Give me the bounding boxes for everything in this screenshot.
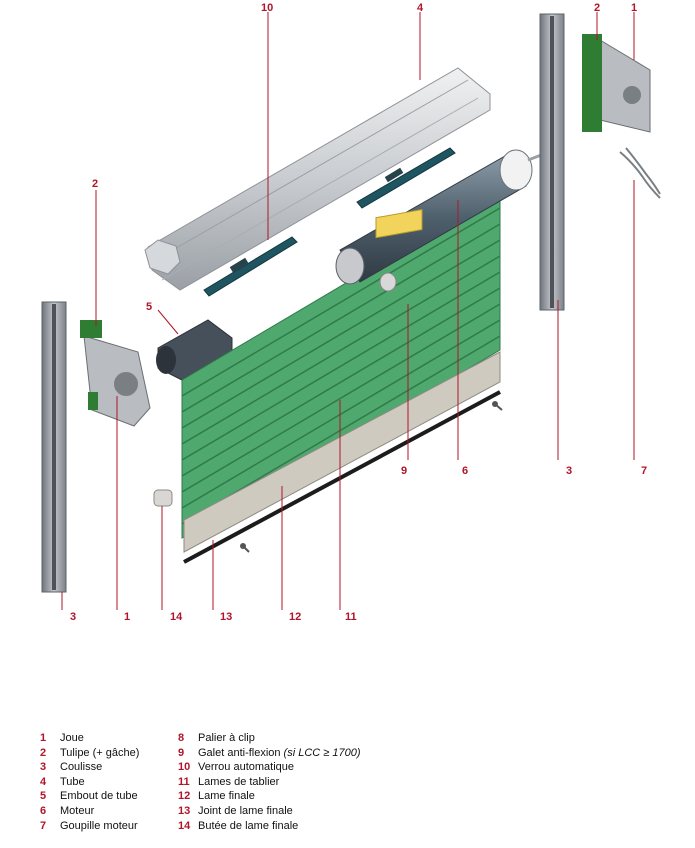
callout-6: 6 bbox=[462, 465, 468, 477]
motor-pin bbox=[619, 147, 661, 199]
callout-leaders bbox=[61, 12, 635, 610]
right-bracket bbox=[582, 34, 651, 133]
callout-3-left: 3 bbox=[70, 611, 76, 623]
callout-9: 9 bbox=[401, 465, 407, 477]
tube bbox=[144, 67, 491, 291]
callout-5: 5 bbox=[146, 301, 152, 313]
callout-2-right: 2 bbox=[594, 2, 600, 14]
right-guide-rail bbox=[539, 13, 565, 311]
callout-1-left: 1 bbox=[124, 611, 130, 623]
screw-right bbox=[492, 401, 503, 411]
callout-12: 12 bbox=[289, 611, 301, 623]
motor bbox=[335, 146, 561, 285]
callout-11: 11 bbox=[345, 611, 357, 623]
callout-7: 7 bbox=[641, 465, 647, 477]
screw-left bbox=[240, 543, 250, 553]
callout-1-right: 1 bbox=[631, 2, 637, 14]
callout-13: 13 bbox=[220, 611, 232, 623]
anti-flex-roller bbox=[375, 209, 423, 292]
callout-4: 4 bbox=[417, 2, 424, 14]
final-slat-stop bbox=[153, 489, 173, 507]
left-guide-rail bbox=[41, 301, 67, 593]
automatic-lock-front bbox=[203, 236, 298, 297]
callout-14: 14 bbox=[170, 611, 183, 623]
callout-3-right: 3 bbox=[566, 465, 572, 477]
callout-10: 10 bbox=[261, 2, 273, 14]
final-slat-seal bbox=[183, 390, 501, 564]
final-slat bbox=[183, 351, 501, 553]
left-bracket bbox=[80, 320, 151, 427]
automatic-lock-back bbox=[356, 147, 456, 209]
callout-2-left: 2 bbox=[92, 178, 98, 190]
